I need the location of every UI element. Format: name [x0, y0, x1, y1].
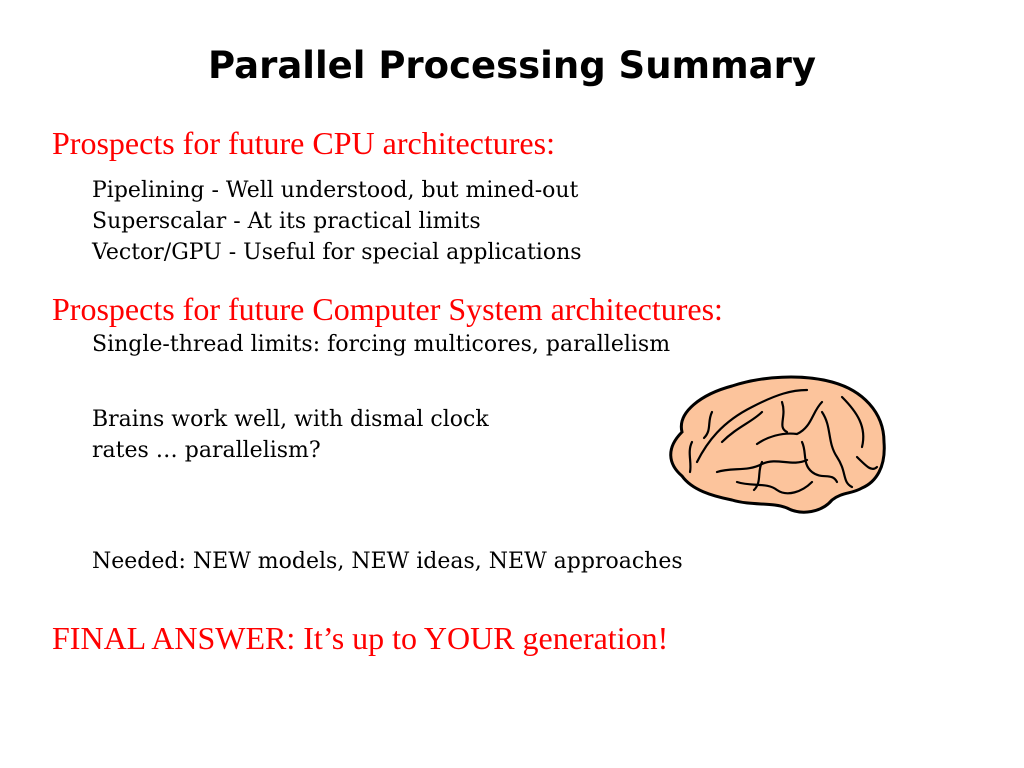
cpu-item: Superscalar - At its practical limits — [92, 209, 481, 234]
single-thread-line: Single-thread limits: forcing multicores… — [92, 332, 671, 357]
slide-title: Parallel Processing Summary — [207, 44, 816, 87]
brain-line: rates … parallelism? — [92, 438, 321, 463]
brain-image — [669, 375, 886, 514]
brain-text: Brains work well, with dismal clock rate… — [92, 404, 489, 466]
cpu-item: Pipelining - Well understood, but mined-… — [92, 178, 579, 203]
final-answer: FINAL ANSWER: It’s up to YOUR generation… — [52, 620, 669, 656]
cpu-list: Pipelining - Well understood, but mined-… — [92, 175, 582, 268]
cpu-item: Vector/GPU - Useful for special applicat… — [92, 240, 582, 265]
needed-line: Needed: NEW models, NEW ideas, NEW appro… — [92, 549, 683, 574]
brain-line: Brains work well, with dismal clock — [92, 407, 489, 432]
cpu-heading: Prospects for future CPU architectures: — [52, 125, 555, 161]
system-heading: Prospects for future Computer System arc… — [52, 291, 723, 327]
